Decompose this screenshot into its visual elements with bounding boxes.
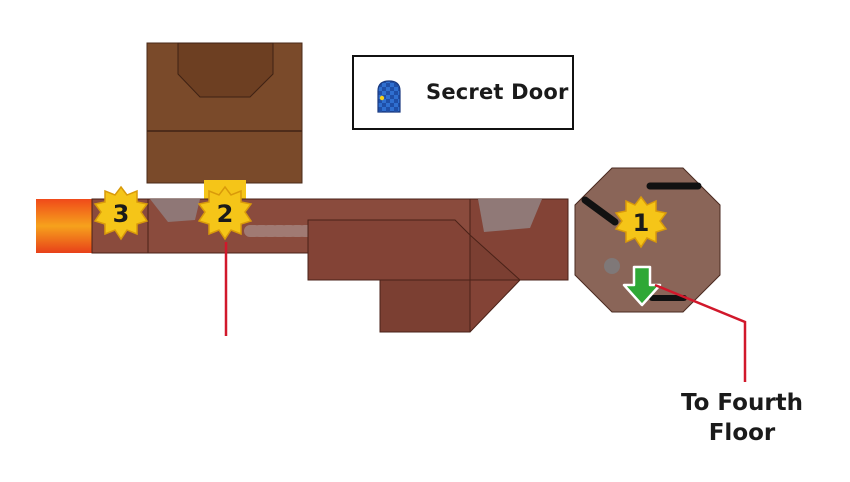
- starburst-icon: [93, 185, 149, 241]
- destination-line-1: To Fourth: [680, 390, 804, 416]
- destination-line-2: Floor: [708, 420, 776, 446]
- marker-2[interactable]: 2: [197, 185, 253, 241]
- upper-room: [146, 42, 303, 184]
- destination-label: To Fourth Floor: [652, 388, 832, 448]
- lava-corridor: [36, 199, 96, 253]
- legend-box: Secret Door: [352, 55, 574, 130]
- secret-door-icon: [377, 80, 401, 113]
- marker-2-label: 2: [217, 200, 234, 228]
- starburst-icon: [197, 185, 253, 241]
- pointer-line-destination: [654, 283, 747, 382]
- marker-3[interactable]: 3: [93, 185, 149, 241]
- starburst-icon: [614, 195, 668, 249]
- down-arrow-icon[interactable]: [622, 265, 662, 307]
- stepped-hall: [307, 198, 569, 333]
- marker-1-label: 1: [633, 209, 650, 237]
- marker-1[interactable]: 1: [614, 195, 668, 249]
- legend-label: Secret Door: [426, 80, 569, 104]
- marker-3-label: 3: [113, 200, 130, 228]
- octagon-room: [574, 167, 721, 313]
